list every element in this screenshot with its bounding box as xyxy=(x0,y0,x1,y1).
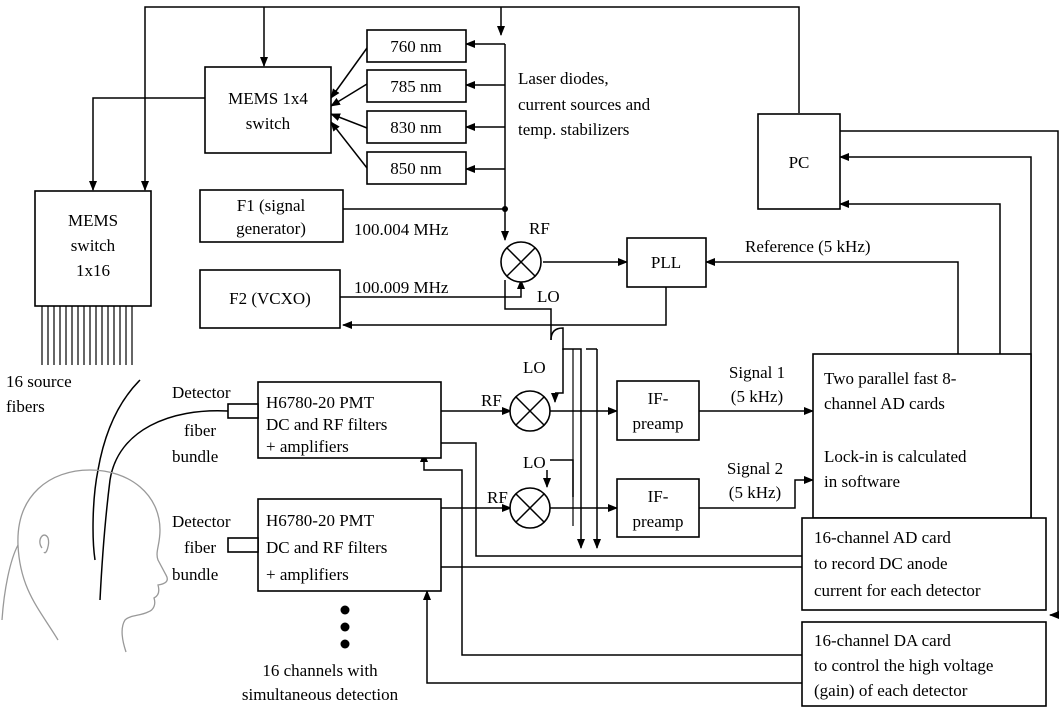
ad16-block: 16-channel AD card to record DC anode cu… xyxy=(801,517,1047,611)
da16-block: 16-channel DA card to control the high v… xyxy=(801,621,1047,707)
svg-text:IF-: IF- xyxy=(648,389,669,408)
svg-text:channel AD cards: channel AD cards xyxy=(824,394,945,413)
svg-text:F1 (signal: F1 (signal xyxy=(237,196,306,215)
lo-label-2: LO xyxy=(523,453,546,472)
svg-text:to record DC anode: to record DC anode xyxy=(814,554,948,573)
fiber-comb xyxy=(41,306,133,365)
signal-1-label: Signal 1 (5 kHz) xyxy=(729,363,785,406)
svg-text:(5 kHz): (5 kHz) xyxy=(729,483,781,502)
svg-text:H6780-20 PMT: H6780-20 PMT xyxy=(266,511,375,530)
svg-text:16-channel DA card: 16-channel DA card xyxy=(814,631,951,650)
svg-text:(gain) of each detector: (gain) of each detector xyxy=(814,681,968,700)
laser-760-block: 760 nm xyxy=(366,29,467,63)
svg-text:Detector: Detector xyxy=(172,383,231,402)
svg-text:simultaneous detection: simultaneous detection xyxy=(242,685,399,704)
svg-text:Signal 1: Signal 1 xyxy=(729,363,785,382)
svg-text:fibers: fibers xyxy=(6,397,45,416)
mems-1x4-switch: MEMS 1x4 switch xyxy=(204,66,332,154)
svg-text:current for each detector: current for each detector xyxy=(814,581,981,600)
rf-label-1: RF xyxy=(481,391,502,410)
mixer-1 xyxy=(509,390,551,432)
svg-text:830 nm: 830 nm xyxy=(390,118,441,137)
channels-note: 16 channels with simultaneous detection xyxy=(242,661,399,704)
rf-label-2: RF xyxy=(487,488,508,507)
svg-text:switch: switch xyxy=(71,236,116,255)
svg-text:current sources and: current sources and xyxy=(518,95,651,114)
source-fibers-label: 16 source fibers xyxy=(6,372,72,416)
svg-text:H6780-20 PMT: H6780-20 PMT xyxy=(266,393,375,412)
laser-830-block: 830 nm xyxy=(366,110,467,144)
freq-f1-label: 100.004 MHz xyxy=(354,220,449,239)
svg-text:1x16: 1x16 xyxy=(76,261,110,280)
svg-text:+ amplifiers: + amplifiers xyxy=(266,437,349,456)
laser-caption: Laser diodes, current sources and temp. … xyxy=(518,69,651,139)
svg-text:PLL: PLL xyxy=(651,253,681,272)
svg-text:Laser diodes,: Laser diodes, xyxy=(518,69,609,88)
laser-785-block: 785 nm xyxy=(366,69,467,103)
svg-text:Signal 2: Signal 2 xyxy=(727,459,783,478)
svg-text:to control the high voltage: to control the high voltage xyxy=(814,656,993,675)
rf-label-top: RF xyxy=(529,219,550,238)
svg-text:fiber: fiber xyxy=(184,421,216,440)
laser-850-block: 850 nm xyxy=(366,151,467,185)
svg-text:preamp: preamp xyxy=(633,414,684,433)
mems-1x16-switch: MEMS switch 1x16 xyxy=(34,190,152,307)
svg-text:bundle: bundle xyxy=(172,565,218,584)
detector-connector-1 xyxy=(227,403,259,419)
svg-text:(5 kHz): (5 kHz) xyxy=(731,387,783,406)
svg-text:MEMS 1x4: MEMS 1x4 xyxy=(228,89,308,108)
detector-label-1: Detector fiber bundle xyxy=(172,383,231,466)
svg-text:switch: switch xyxy=(246,114,291,133)
svg-text:850 nm: 850 nm xyxy=(390,159,441,178)
svg-text:IF-: IF- xyxy=(648,487,669,506)
lo-label-1: LO xyxy=(523,358,546,377)
detector-connector-2 xyxy=(227,537,259,553)
pc-block: PC xyxy=(757,113,841,210)
svg-text:generator): generator) xyxy=(236,219,306,238)
svg-text:785 nm: 785 nm xyxy=(390,77,441,96)
more-channels-dots xyxy=(340,605,350,649)
svg-text:760 nm: 760 nm xyxy=(390,37,441,56)
svg-text:DC and RF filters: DC and RF filters xyxy=(266,538,387,557)
svg-text:16 source: 16 source xyxy=(6,372,72,391)
reference-label: Reference (5 kHz) xyxy=(745,237,871,256)
pmt-block-1: H6780-20 PMT DC and RF filters + amplifi… xyxy=(257,381,442,459)
mixer-2 xyxy=(509,487,551,529)
pmt-block-2: H6780-20 PMT DC and RF filters + amplifi… xyxy=(257,498,442,592)
f2-block: F2 (VCXO) xyxy=(199,269,341,329)
ad-cards-block: Two parallel fast 8- channel AD cards Lo… xyxy=(812,353,1032,519)
signal-2-label: Signal 2 (5 kHz) xyxy=(727,459,783,502)
detector-label-2: Detector fiber bundle xyxy=(172,512,231,584)
svg-text:PC: PC xyxy=(789,153,810,172)
svg-text:F2 (VCXO): F2 (VCXO) xyxy=(229,289,311,308)
freq-f2-label: 100.009 MHz xyxy=(354,278,449,297)
svg-text:+ amplifiers: + amplifiers xyxy=(266,565,349,584)
svg-text:16 channels with: 16 channels with xyxy=(262,661,378,680)
svg-text:MEMS: MEMS xyxy=(68,211,118,230)
svg-text:16-channel AD card: 16-channel AD card xyxy=(814,528,951,547)
f1-block: F1 (signal generator) xyxy=(199,189,344,243)
if-preamp-1: IF- preamp xyxy=(616,380,700,441)
svg-text:temp. stabilizers: temp. stabilizers xyxy=(518,120,629,139)
svg-text:bundle: bundle xyxy=(172,447,218,466)
svg-text:fiber: fiber xyxy=(184,538,216,557)
lo-label-top: LO xyxy=(537,287,560,306)
if-preamp-2: IF- preamp xyxy=(616,478,700,538)
head-outline-icon xyxy=(1,469,168,653)
svg-text:DC and RF filters: DC and RF filters xyxy=(266,415,387,434)
svg-text:Two parallel fast 8-: Two parallel fast 8- xyxy=(824,369,957,388)
svg-text:in software: in software xyxy=(824,472,900,491)
svg-text:Lock-in is calculated: Lock-in is calculated xyxy=(824,447,967,466)
svg-text:Detector: Detector xyxy=(172,512,231,531)
svg-text:preamp: preamp xyxy=(633,512,684,531)
pll-block: PLL xyxy=(626,237,707,288)
mixer-top xyxy=(500,241,542,283)
